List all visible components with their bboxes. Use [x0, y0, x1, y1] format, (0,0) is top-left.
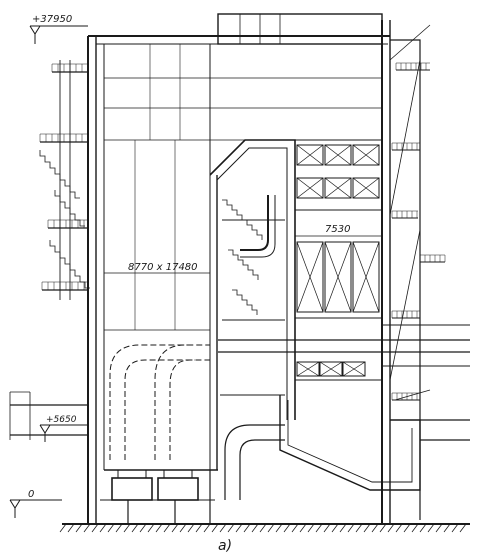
- exchanger-module-upper-1: [324, 177, 352, 199]
- dimension-chamber: 8770 x 17480: [104, 262, 210, 274]
- gas-duct: [209, 139, 421, 491]
- exchanger-module-bottom-1: [319, 361, 343, 377]
- heat-exchanger-modules: [295, 139, 382, 381]
- elevation-label-base: 0: [28, 489, 34, 500]
- exchanger-module-tall-1: [324, 241, 352, 313]
- elevation-marker-base: 0: [9, 489, 62, 518]
- left-platforms: [39, 60, 90, 300]
- ground-line: [59, 523, 470, 533]
- elevation-marker-top: +37950: [29, 14, 88, 44]
- exchanger-module-upper-2: [352, 177, 380, 199]
- right-structure: [389, 24, 446, 520]
- exchanger-module-upper-0: [296, 177, 324, 199]
- base-equipment: [100, 469, 215, 524]
- internal-stairs: [220, 195, 285, 396]
- exchanger-module-bottom-2: [342, 361, 366, 377]
- exchanger-module-bottom-0: [296, 361, 320, 377]
- exchanger-module-tall-0: [296, 241, 324, 313]
- burner-ducts: [109, 344, 285, 500]
- boiler-casing: [87, 13, 391, 524]
- dimension-chamber-label: 8770 x 17480: [128, 262, 198, 273]
- elevation-marker-mid: +5650: [39, 415, 88, 442]
- exchanger-module-tall-2: [352, 241, 380, 313]
- elevation-label-top: +37950: [32, 14, 72, 25]
- horizontal-pipes: [9, 324, 470, 441]
- dimension-width-label: 7530: [325, 224, 350, 235]
- elevation-label-mid: +5650: [46, 415, 77, 425]
- exchanger-module-top-1: [324, 144, 352, 166]
- figure-label: а): [218, 538, 232, 554]
- exchanger-module-top-0: [296, 144, 324, 166]
- exchanger-module-top-2: [352, 144, 380, 166]
- dimension-width: 7530: [295, 224, 382, 237]
